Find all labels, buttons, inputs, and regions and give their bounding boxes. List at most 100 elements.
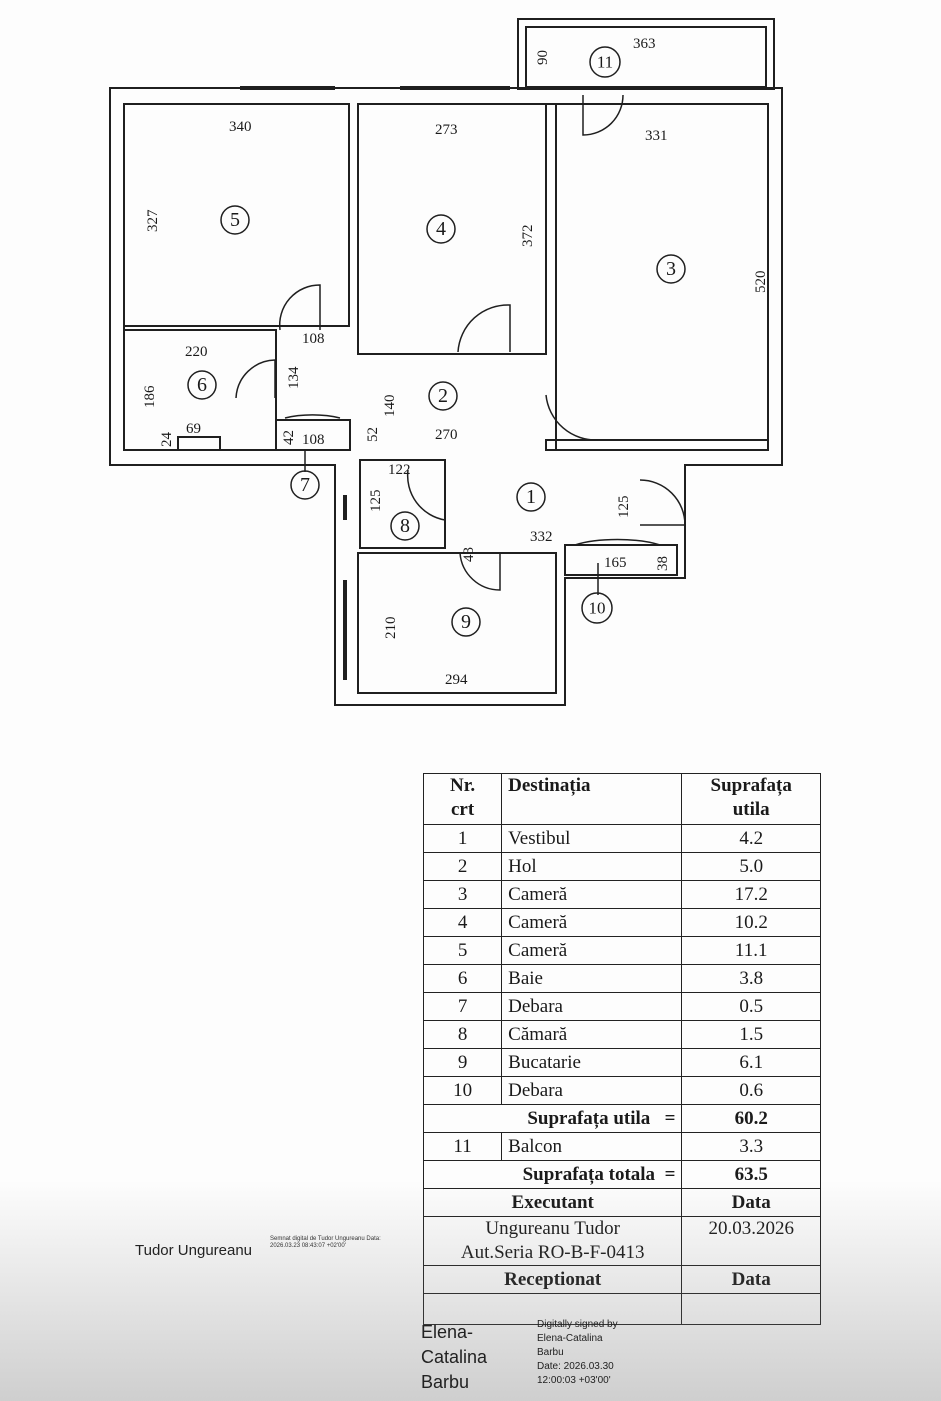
room-number-8: 8 — [400, 515, 410, 537]
row-nr: 1 — [422, 824, 503, 853]
row-dest: Cămară — [501, 1020, 683, 1049]
total-area-label: Suprafața totala = — [422, 1160, 683, 1189]
received-date — [681, 1293, 821, 1325]
useful-area-value: 60.2 — [681, 1104, 821, 1133]
row-surf: 10.2 — [681, 908, 821, 937]
header-surface: Suprafața utila — [681, 773, 821, 825]
dim-label: 273 — [435, 122, 458, 138]
row-dest: Baie — [501, 964, 683, 993]
total-area-row: Suprafața totala = 63.5 — [422, 1160, 821, 1189]
dim-label: 108 — [302, 432, 325, 448]
row-dest: Bucatarie — [501, 1048, 683, 1077]
dim-label: 210 — [383, 617, 399, 640]
dim-label: 270 — [435, 427, 458, 443]
row-dest: Balcon — [501, 1132, 683, 1161]
signature-detail-line: Digitally signed by — [537, 1319, 618, 1330]
room-number-3: 3 — [666, 258, 676, 280]
row-surf: 0.6 — [681, 1076, 821, 1105]
executant-date: 20.03.2026 — [681, 1216, 821, 1266]
signature-elena-details: Digitally signed by Elena-Catalina Barbu… — [537, 1318, 677, 1388]
dim-label: 24 — [159, 432, 175, 448]
equals-sign: = — [664, 1107, 676, 1129]
row-surf: 3.3 — [681, 1132, 821, 1161]
received-row — [422, 1293, 821, 1325]
row-nr: 10 — [422, 1076, 503, 1105]
executant-label: Executant — [422, 1188, 683, 1217]
row-nr: 3 — [422, 880, 503, 909]
signature-detail-line: Barbu — [537, 1347, 564, 1358]
useful-area-label: Suprafața utila = — [422, 1104, 683, 1133]
room-number-10: 10 — [589, 599, 606, 618]
signature-detail-line: Elena-Catalina — [537, 1333, 603, 1344]
received-header-row: Receptionat Data — [422, 1265, 821, 1294]
room-number-9: 9 — [461, 611, 471, 633]
dim-label: 332 — [530, 529, 553, 545]
signature-detail-line: Date: 2026.03.30 — [537, 1361, 614, 1372]
dim-label: 122 — [388, 462, 411, 478]
executant-name: Ungureanu Tudor — [485, 1218, 620, 1239]
signature-tudor-details: Semnat digital de Tudor Ungureanu Data: … — [270, 1236, 381, 1249]
executant-cell: Ungureanu Tudor Aut.Seria RO-B-F-0413 — [422, 1216, 683, 1266]
dim-label: 69 — [186, 421, 201, 437]
row-surf: 4.2 — [681, 824, 821, 853]
row-surf: 17.2 — [681, 880, 821, 909]
dim-label: 140 — [382, 395, 398, 418]
received-label: Receptionat — [422, 1265, 683, 1294]
signature-line: Barbu — [421, 1372, 470, 1392]
floor-plan: 1 2 3 4 5 6 7 8 9 10 11 363 90 331 520 3… — [109, 18, 783, 706]
row-dest: Debara — [501, 992, 683, 1021]
row-nr: 9 — [422, 1048, 503, 1077]
dim-label: 331 — [645, 128, 668, 144]
dim-label: 294 — [445, 672, 468, 688]
dim-label: 38 — [655, 556, 671, 571]
dim-label: 186 — [142, 385, 158, 408]
row-surf: 1.5 — [681, 1020, 821, 1049]
row-nr: 11 — [422, 1132, 503, 1161]
row-surf: 3.8 — [681, 964, 821, 993]
room-number-1: 1 — [526, 486, 536, 508]
dim-label: 363 — [633, 36, 656, 52]
row-surf: 11.1 — [681, 936, 821, 965]
dim-label: 125 — [368, 490, 384, 513]
received-cell — [422, 1293, 683, 1325]
executant-header-row: Executant Data — [422, 1188, 821, 1217]
signature-line: Elena- — [421, 1322, 474, 1342]
row-surf: 6.1 — [681, 1048, 821, 1077]
row-surf: 5.0 — [681, 852, 821, 881]
dim-label: 134 — [286, 366, 302, 389]
row-nr: 6 — [422, 964, 503, 993]
row-dest: Debara — [501, 1076, 683, 1105]
balcony-row: 11 Balcon 3.3 — [422, 1132, 821, 1161]
row-dest: Cameră — [501, 908, 683, 937]
dim-label: 43 — [461, 547, 477, 562]
dim-label: 125 — [616, 496, 632, 519]
dim-label: 327 — [145, 209, 161, 232]
useful-label-text: Suprafața utila — [527, 1107, 651, 1129]
total-label-text: Suprafața totala — [522, 1163, 656, 1185]
dim-label: 372 — [520, 225, 536, 248]
row-nr: 4 — [422, 908, 503, 937]
row-nr: 8 — [422, 1020, 503, 1049]
received-date-label: Data — [681, 1265, 821, 1294]
signature-line: Catalina — [421, 1347, 488, 1367]
room-number-2: 2 — [438, 385, 448, 407]
row-nr: 2 — [422, 852, 503, 881]
row-dest: Vestibul — [501, 824, 683, 853]
total-area-value: 63.5 — [681, 1160, 821, 1189]
signature-detail-line: 12:00:03 +03'00' — [537, 1375, 611, 1386]
room-number-11: 11 — [597, 53, 613, 72]
row-nr: 7 — [422, 992, 503, 1021]
equals-sign: = — [664, 1163, 676, 1185]
room-number-4: 4 — [436, 218, 446, 240]
dim-label: 42 — [281, 430, 297, 445]
row-surf: 0.5 — [681, 992, 821, 1021]
